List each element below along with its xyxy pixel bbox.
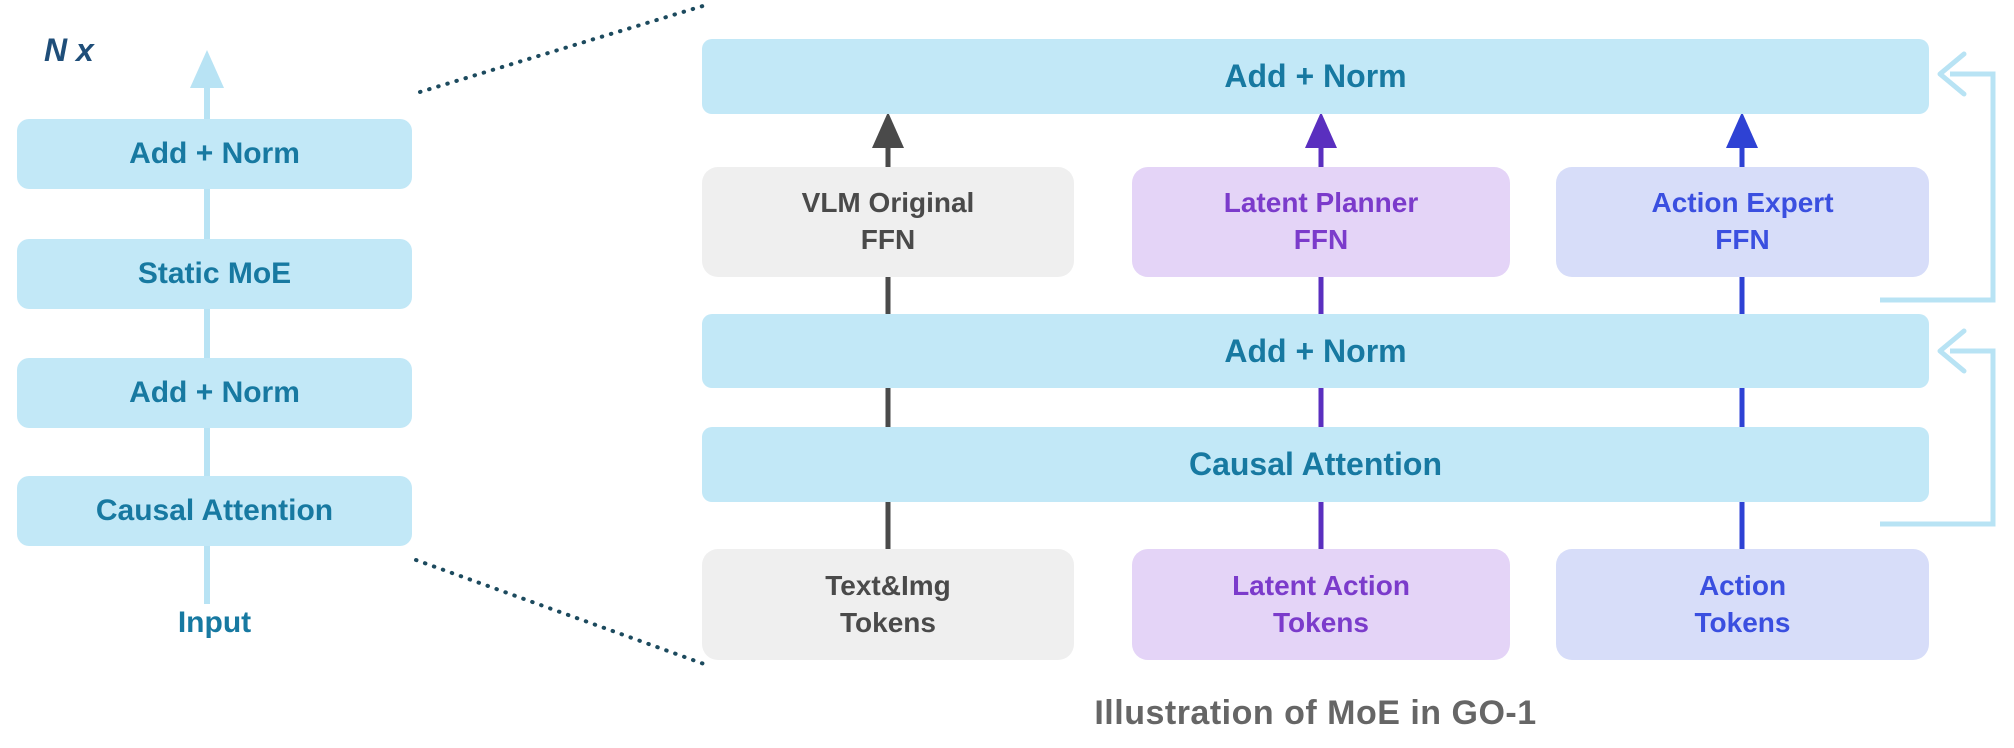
- residual-connection-bottom: [1880, 328, 1996, 527]
- token-action: Action Tokens: [1556, 549, 1929, 660]
- expert-vlm-original-ffn: VLM Original FFN: [702, 167, 1074, 277]
- token-text-img: Text&Img Tokens: [702, 549, 1074, 660]
- residual-connection-top: [1880, 51, 1996, 303]
- flow-arrow-latent-planner: [1305, 112, 1337, 549]
- flow-arrow-action-expert: [1726, 112, 1758, 549]
- left-block-add-norm-2: Add + Norm: [17, 358, 412, 428]
- top-add-norm-bar: Add + Norm: [702, 39, 1929, 114]
- mid-add-norm-bar: Add + Norm: [702, 314, 1929, 388]
- expansion-dotted-line-bottom: [414, 558, 706, 666]
- left-block-add-norm-1: Add + Norm: [17, 119, 412, 189]
- causal-attention-bar: Causal Attention: [702, 427, 1929, 502]
- expansion-dotted-line-top: [418, 3, 708, 94]
- input-label: Input: [177, 606, 252, 639]
- diagram-caption: Illustration of MoE in GO-1: [1094, 694, 1537, 732]
- flow-arrow-vlm: [872, 112, 904, 549]
- expert-latent-planner-ffn: Latent Planner FFN: [1132, 167, 1510, 277]
- left-block-causal-attention: Causal Attention: [17, 476, 412, 546]
- token-latent-action: Latent Action Tokens: [1132, 549, 1510, 660]
- expert-action-expert-ffn: Action Expert FFN: [1556, 167, 1929, 277]
- left-block-static-moe: Static MoE: [17, 239, 412, 309]
- repeat-count-label: N x: [44, 32, 94, 68]
